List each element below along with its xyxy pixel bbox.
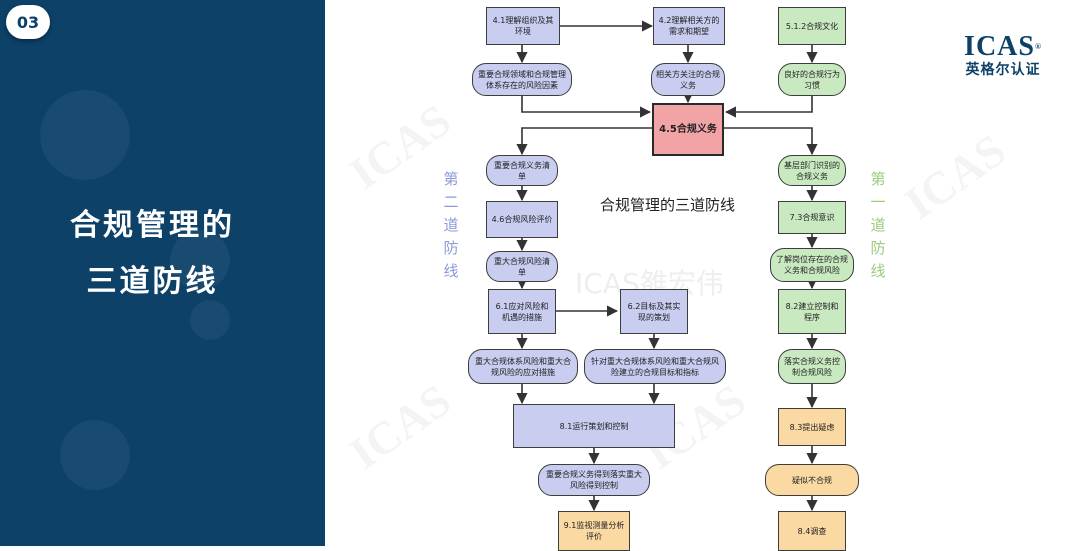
second-line-char: 二 (443, 193, 459, 211)
node-4-5-center: 4.5合规义务 (652, 103, 724, 156)
first-line-char: 线 (870, 262, 886, 280)
diagram-center-label: 合规管理的三道防线 (600, 196, 736, 214)
node-6-1: 6.1应对风险和机遇的措施 (488, 289, 556, 334)
slide-number-badge: 03 (6, 5, 50, 39)
decor-bubble (60, 420, 130, 490)
node-5-1-2: 5.1.2合规文化 (778, 7, 846, 45)
first-line-char: 道 (870, 216, 886, 234)
node-4-1: 4.1理解组织及其环境 (486, 7, 560, 45)
decor-bubble (190, 300, 230, 340)
node-suspected: 疑似不合规 (765, 464, 859, 496)
node-implement-control: 落实合规义务控制合规风险 (778, 349, 846, 384)
second-line-label: 第 二 道 防 线 (441, 168, 461, 283)
node-controlled: 重要合规义务得到落实重大风险得到控制 (538, 464, 650, 496)
node-6-2: 6.2目标及其实现的策划 (620, 289, 688, 334)
logo-registered: ® (1034, 42, 1042, 51)
decor-bubble (40, 90, 130, 180)
second-line-char: 防 (443, 239, 459, 257)
second-line-char: 线 (443, 262, 459, 280)
first-line-char: 防 (870, 239, 886, 257)
node-major-risk-list: 重大合规风险清单 (486, 251, 558, 282)
node-8-4: 8.4调查 (778, 511, 846, 551)
node-post-risks: 了解岗位存在的合规义务和合规风险 (770, 248, 854, 282)
node-stakeholder-obligations: 相关方关注的合规义务 (651, 63, 725, 96)
panel-title-line2: 三道防线 (86, 264, 219, 299)
node-risk-factors: 重要合规领域和合规管理体系存在的风险因素 (472, 63, 572, 96)
node-8-2: 8.2建立控制和程序 (778, 289, 846, 334)
decor-bubble (170, 230, 230, 290)
node-4-6: 4.6合规风险评价 (486, 201, 558, 238)
node-obligation-list: 重要合规义务清单 (486, 155, 558, 186)
panel-title-line1: 合规管理的 (70, 208, 235, 243)
node-grassroots: 基层部门识别的合规义务 (778, 155, 846, 186)
logo-sub-text: 英格尔认证 (965, 62, 1041, 78)
first-line-char: 第 (870, 170, 886, 188)
icas-logo: ICAS® 英格尔认证 (958, 32, 1048, 79)
node-8-3: 8.3提出疑虑 (778, 408, 846, 446)
first-line-char: 一 (870, 193, 886, 211)
second-line-char: 道 (443, 216, 459, 234)
node-risk-measures: 重大合规体系风险和重大合规风险的应对措施 (468, 349, 578, 384)
logo-main-text: ICAS® (958, 32, 1048, 62)
node-targets: 针对重大合规体系风险和重大合规风险建立的合规目标和指标 (584, 349, 726, 384)
node-9-1: 9.1监视测量分析评价 (558, 511, 630, 551)
node-4-2: 4.2理解相关方的需求和期望 (653, 7, 725, 45)
left-panel: 03 合规管理的 三道防线 (0, 0, 325, 546)
logo-main: ICAS (964, 31, 1035, 62)
node-good-habits: 良好的合规行为习惯 (778, 63, 846, 96)
node-7-3: 7.3合规意识 (778, 201, 846, 234)
first-line-label: 第 一 道 防 线 (868, 168, 888, 283)
second-line-char: 第 (443, 170, 459, 188)
node-8-1: 8.1运行策划和控制 (513, 404, 675, 448)
